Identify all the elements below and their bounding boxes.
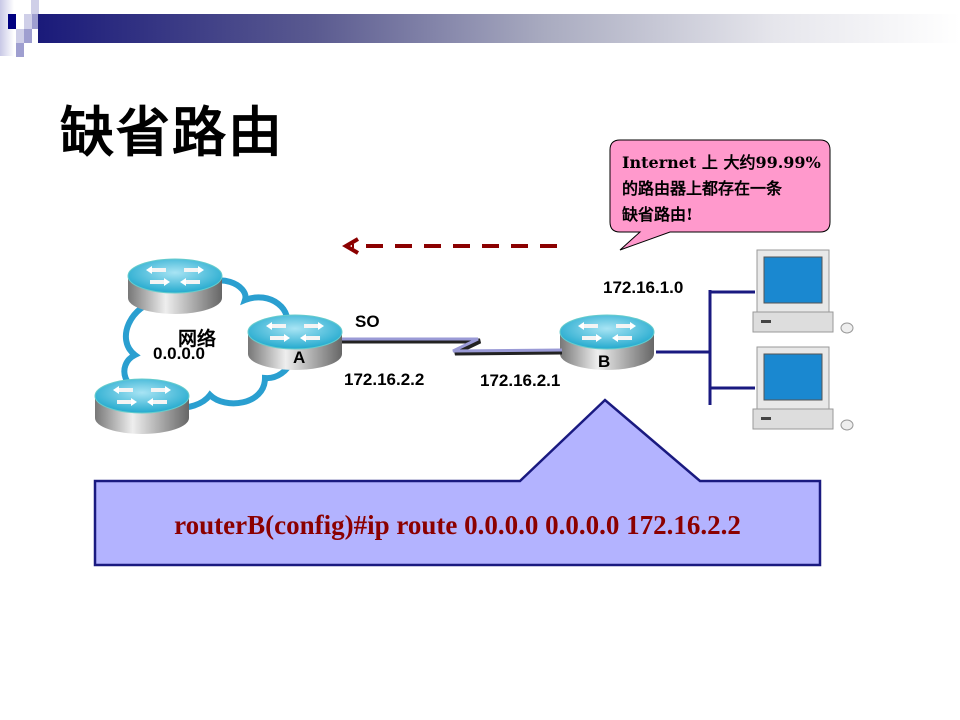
lan-network-label: 172.16.1.0 xyxy=(603,278,684,297)
callout-line: 缺省路由! xyxy=(622,205,694,224)
router-icon xyxy=(93,377,191,436)
router-a-ip: 172.16.2.2 xyxy=(344,370,425,389)
router-b-label: B xyxy=(598,352,611,371)
callout-text: Internet 上 大约99.99% 的路由器上都存在一条 缺省路由! xyxy=(622,150,832,228)
callout-line: Internet 上 大约99.99% xyxy=(622,153,821,172)
page-title: 缺省路由 xyxy=(60,100,284,164)
cloud-address: 0.0.0.0 xyxy=(153,344,205,363)
interface-label: SO xyxy=(355,312,380,331)
serial-link xyxy=(342,338,563,356)
router-b-ip: 172.16.2.1 xyxy=(480,371,561,390)
lan-bus xyxy=(656,290,755,405)
router-a-label: A xyxy=(293,348,306,367)
computer-icon xyxy=(752,249,854,334)
computer-icon xyxy=(752,346,854,431)
router-icon xyxy=(126,257,224,316)
command-text: routerB(config)#ip route 0.0.0.0 0.0.0.0… xyxy=(174,510,741,540)
callout-bubble xyxy=(609,139,831,251)
default-route-arrow xyxy=(342,237,557,255)
cloud-label: 网络 xyxy=(178,328,217,350)
header-decoration xyxy=(0,0,960,60)
callout-line: 的路由器上都存在一条 xyxy=(622,179,783,198)
command-box xyxy=(93,398,822,567)
